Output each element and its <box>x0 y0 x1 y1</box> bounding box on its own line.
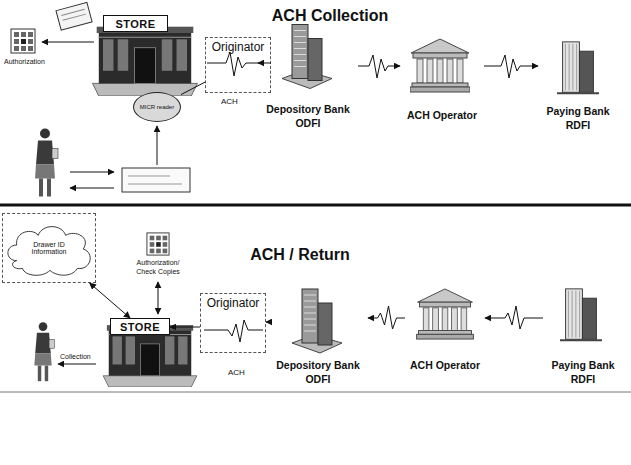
ach-signal <box>358 55 400 78</box>
store-sign: STORE <box>110 318 170 335</box>
node-text: Paying Bank RDFI <box>538 104 618 132</box>
node-text: MICR reader <box>140 104 174 110</box>
node-text: Originator <box>212 40 265 54</box>
bank-building: Depository Bank ODFI <box>268 290 368 386</box>
node-text: Originator <box>207 296 260 310</box>
originator-box: Originator <box>200 293 266 353</box>
node-text: ACH Operator <box>400 108 484 122</box>
ach-operator: ACH Operator <box>405 290 485 372</box>
originator-box: Originator <box>205 37 271 93</box>
bank-building: Paying Bank RDFI <box>543 290 623 386</box>
node-text: Drawer ID Information <box>22 241 76 255</box>
signal-label: ACH <box>221 97 251 107</box>
node-text: STORE <box>115 18 155 30</box>
node-text: Depository Bank ODFI <box>268 358 368 386</box>
node-text: Depository Bank ODFI <box>258 102 358 130</box>
node-text: Paying Bank RDFI <box>543 358 623 386</box>
diagram-title: ACH Collection <box>230 7 430 25</box>
flow-arrow <box>170 327 200 328</box>
node-text: STORE <box>120 321 160 333</box>
store-sign: STORE <box>103 15 168 32</box>
action-label: Collection <box>60 352 110 361</box>
ach-signal <box>181 82 205 95</box>
panel-title: ACH / Return <box>225 246 375 264</box>
flow-arrow <box>266 322 268 323</box>
ach-signal <box>484 55 538 78</box>
ach-signal <box>485 306 543 329</box>
signal-label: ACH <box>228 368 258 378</box>
flow-arrow <box>258 63 271 64</box>
node-text: ACH Operator <box>405 358 485 372</box>
micr-reader: MICR reader <box>133 92 181 122</box>
flow-arrow <box>90 283 131 318</box>
bank-building: Paying Bank RDFI <box>538 40 618 132</box>
icon-label: Authorization <box>4 57 54 66</box>
ach-signal <box>368 306 405 329</box>
bank-building: Depository Bank ODFI <box>258 22 358 130</box>
ach-operator: ACH Operator <box>400 40 484 122</box>
icon-label: Authorization/ Check Copies <box>126 258 190 276</box>
info-cloud: Drawer ID Information <box>2 213 96 283</box>
